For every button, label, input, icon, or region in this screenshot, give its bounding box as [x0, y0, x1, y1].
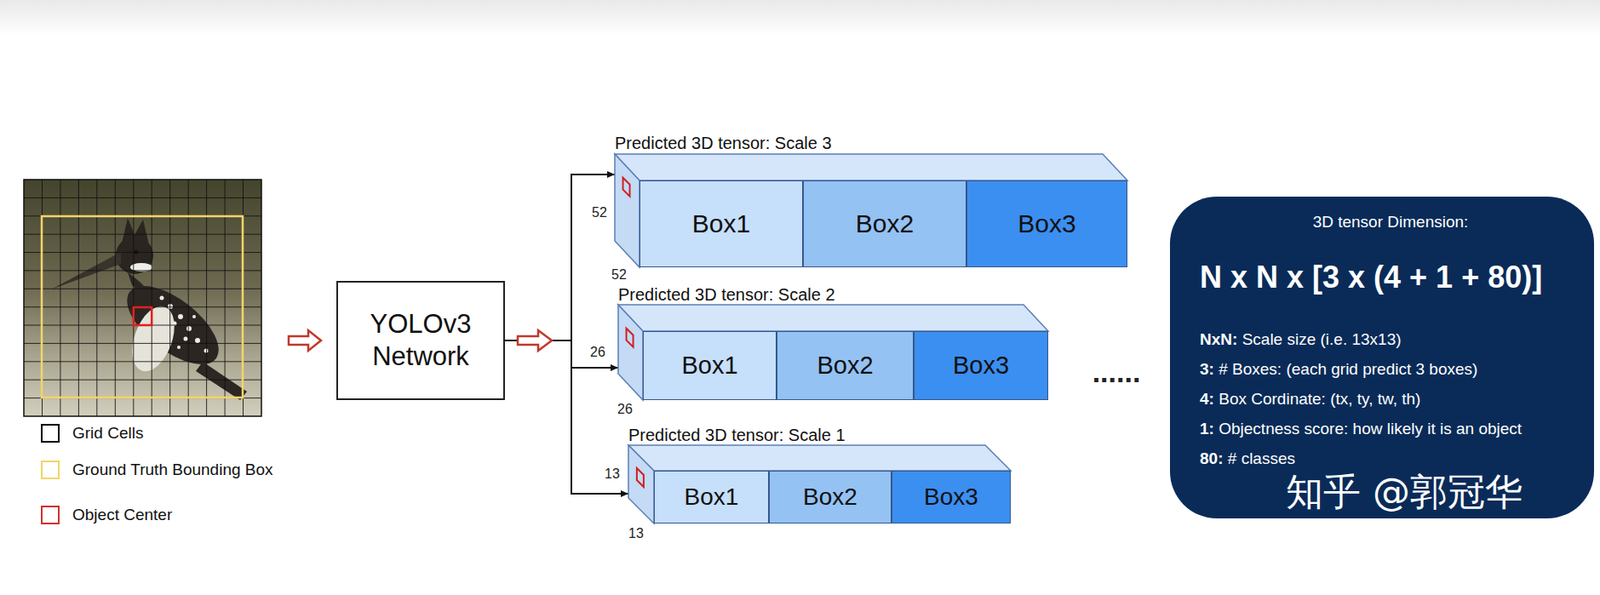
- dimension-desc: Scale size (i.e. 13x13): [1242, 330, 1402, 349]
- box-label: Box3: [923, 483, 979, 511]
- dimension-desc: Box Cordinate: (tx, ty, tw, th): [1218, 389, 1421, 408]
- box-label: Box1: [681, 351, 738, 380]
- anchor-box: Box2: [776, 331, 914, 401]
- panel-title: 3D tensor Dimension:: [1199, 212, 1582, 233]
- dimension-key: 80:: [1199, 449, 1223, 468]
- box-label: Box1: [692, 209, 751, 240]
- dimension-number: 13: [628, 526, 644, 542]
- dimension-number: 52: [611, 267, 627, 283]
- dimension-row: NxN:Scale size (i.e. 13x13): [1199, 328, 1402, 351]
- dimension-row: 4:Box Cordinate: (tx, ty, tw, th): [1199, 388, 1421, 411]
- tensor-block: Predicted 3D tensor: Scale 1 Box1 Box2 Box3: [628, 425, 1011, 524]
- legend-label: Object Center: [72, 504, 173, 526]
- network-label: YOLOv3 Network: [350, 308, 492, 373]
- tensor-formula: N x N x [3 x (4 + 1 + 80)]: [1199, 258, 1543, 297]
- grid-lines: [23, 179, 262, 417]
- tensor-block: Predicted 3D tensor: Scale 2 Box1 Box2 Box3: [618, 284, 1049, 401]
- dimension-desc: # classes: [1227, 449, 1296, 468]
- ellipsis-mark: ......: [1092, 355, 1142, 390]
- anchor-box: Box3: [966, 180, 1128, 268]
- dimension-number: 52: [591, 205, 608, 221]
- dimension-number: 13: [604, 466, 620, 482]
- hollow-arrow: [517, 330, 552, 351]
- object-center-cell: [133, 307, 152, 326]
- legend-swatch: [40, 505, 60, 525]
- dimension-key: NxN:: [1199, 330, 1238, 349]
- dimension-key: 3:: [1199, 360, 1215, 379]
- dimension-row: 3:# Boxes: (each grid predict 3 boxes): [1199, 358, 1478, 381]
- bracket-end: [571, 174, 583, 494]
- dimension-row: 1:Objectness score: how likely it is an …: [1199, 418, 1522, 441]
- bracket-connector: [504, 174, 615, 341]
- dimension-key: 4:: [1199, 389, 1215, 408]
- tensor-heading: Predicted 3D tensor: Scale 2: [618, 284, 836, 305]
- bird-photo: [23, 179, 262, 417]
- anchor-box: Box1: [639, 180, 803, 268]
- anchor-box: Box2: [802, 180, 967, 268]
- dimension-number: 26: [590, 344, 606, 361]
- tensor-top-face: [614, 154, 1128, 181]
- center-marker: [626, 328, 634, 348]
- box-label: Box2: [855, 209, 914, 240]
- network-box: YOLOv3 Network: [336, 281, 505, 401]
- dimension-desc: # Boxes: (each grid predict 3 boxes): [1218, 360, 1478, 379]
- tensor-side-face: [628, 445, 654, 524]
- tensor-heading: Predicted 3D tensor: Scale 3: [614, 132, 832, 155]
- dimension-number: 26: [617, 401, 633, 418]
- anchor-box: Box2: [768, 470, 892, 524]
- tensor-side-face: [618, 304, 643, 401]
- hollow-arrow: [288, 330, 322, 351]
- box-label: Box3: [952, 351, 1010, 380]
- anchor-box: Box1: [653, 470, 769, 524]
- legend-swatch: [40, 424, 60, 443]
- tensor-top-face: [618, 304, 1049, 332]
- tensor-heading: Predicted 3D tensor: Scale 1: [628, 425, 846, 446]
- tensor-top-face: [628, 445, 1011, 471]
- ground-truth-box: [41, 216, 243, 398]
- box-label: Box3: [1017, 209, 1076, 240]
- box-label: Box2: [816, 351, 873, 380]
- legend-label: Grid Cells: [72, 423, 144, 444]
- bracket-connector: [504, 340, 629, 494]
- watermark: 知乎 @郭冠华: [1285, 470, 1523, 515]
- legend-swatch: [40, 460, 60, 480]
- box-label: Box2: [802, 483, 858, 511]
- grid-border: [23, 179, 262, 417]
- anchor-box: Box3: [913, 331, 1049, 401]
- anchor-box: Box3: [891, 470, 1011, 524]
- dimension-row: 80:# classes: [1199, 447, 1296, 471]
- dimension-key: 1:: [1199, 419, 1215, 438]
- top-band: [0, 0, 1600, 36]
- dimension-desc: Objectness score: how likely it is an ob…: [1218, 419, 1522, 438]
- box-label: Box1: [684, 483, 740, 511]
- center-marker: [636, 468, 644, 488]
- tensor-side-face: [614, 154, 640, 268]
- legend-label: Ground Truth Bounding Box: [72, 459, 274, 481]
- tensor-block: Predicted 3D tensor: Scale 3 Box1 Box2 Box3: [614, 132, 1128, 268]
- anchor-box: Box1: [642, 331, 777, 401]
- center-marker: [623, 177, 631, 197]
